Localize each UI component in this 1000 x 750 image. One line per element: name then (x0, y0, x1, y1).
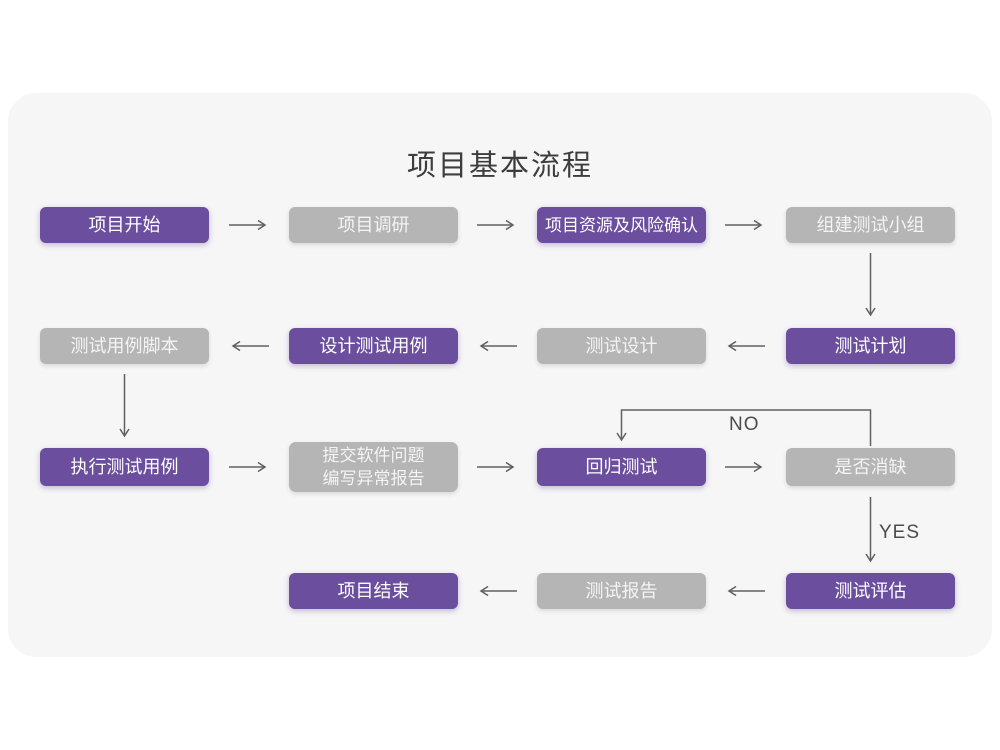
flow-node-line1: 提交软件问题 (322, 446, 425, 465)
flow-node-test-report: 测试报告 (537, 573, 706, 609)
flow-node-execute-test-cases: 执行测试用例 (40, 448, 209, 486)
flow-node-test-case-script: 测试用例脚本 (40, 328, 209, 364)
flow-node-resources-risk: 项目资源及风险确认 (537, 207, 706, 243)
flow-node-defect-check: 是否消缺 (786, 448, 955, 486)
branch-label-yes: YES (879, 522, 921, 543)
page-title: 项目基本流程 (406, 150, 593, 182)
flow-node-project-end: 项目结束 (289, 573, 458, 609)
flow-node-project-research: 项目调研 (289, 207, 458, 243)
branch-label-no: NO (729, 414, 760, 435)
flow-node-test-evaluation: 测试评估 (786, 573, 955, 609)
flow-node-line2: 编写异常报告 (322, 469, 425, 488)
flowchart-card (8, 93, 992, 657)
flow-node-submit-issue-report: 提交软件问题 编写异常报告 (289, 442, 458, 492)
flow-node-test-design: 测试设计 (537, 328, 706, 364)
flow-node-design-test-cases: 设计测试用例 (289, 328, 458, 364)
flow-node-build-test-team: 组建测试小组 (786, 207, 955, 243)
flow-node-project-start: 项目开始 (40, 207, 209, 243)
flow-node-regression-test: 回归测试 (537, 448, 706, 486)
flow-node-test-plan: 测试计划 (786, 328, 955, 364)
